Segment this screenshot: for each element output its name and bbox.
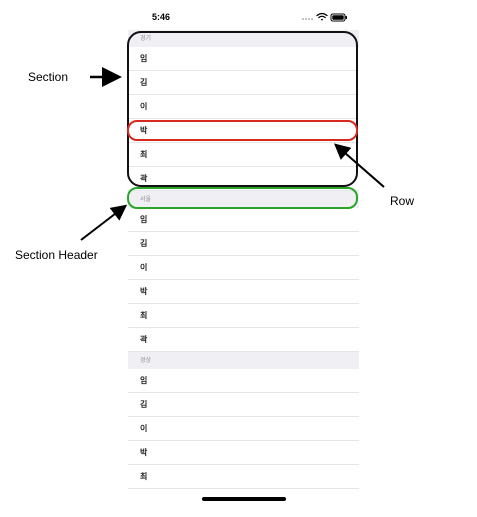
status-time: 5:46 (152, 12, 171, 22)
section-header-outline (127, 187, 358, 209)
table-row[interactable]: 박 (128, 119, 359, 143)
section-0: 경기 임 김 이 박 최 곽 (128, 30, 359, 191)
signal-dots-icon (302, 18, 313, 20)
table-row[interactable]: 임 (128, 47, 359, 71)
table-row[interactable]: 곽 (128, 328, 359, 352)
section-2: 경상 임 김 이 박 최 (128, 352, 359, 489)
table-row[interactable]: 이 (128, 256, 359, 280)
section-header-arrow (80, 204, 128, 241)
row-outline (127, 120, 358, 141)
section-header: 서울 (128, 191, 359, 208)
table-row[interactable]: 김 (128, 232, 359, 256)
table-view: 경기 임 김 이 박 최 곽 서울 임 김 이 박 최 곽 경상 임 김 이 박… (128, 30, 359, 489)
table-row[interactable]: 박 (128, 280, 359, 304)
table-row[interactable]: 박 (128, 441, 359, 465)
table-row[interactable]: 최 (128, 465, 359, 489)
table-row[interactable]: 김 (128, 71, 359, 95)
table-row[interactable]: 최 (128, 304, 359, 328)
section-annotation-label: Section (28, 70, 69, 84)
battery-icon (330, 13, 347, 22)
phone-screen: 5:46 경기 임 김 이 박 (128, 0, 359, 517)
wifi-icon (316, 12, 328, 21)
section-1: 서울 임 김 이 박 최 곽 (128, 191, 359, 352)
table-row[interactable]: 임 (128, 369, 359, 393)
table-row[interactable]: 이 (128, 95, 359, 119)
section-header-annotation-label: Section Header (15, 248, 98, 262)
status-icons (302, 12, 347, 22)
table-row[interactable]: 최 (128, 143, 359, 167)
row-annotation-label: Row (390, 194, 415, 208)
status-bar: 5:46 (128, 0, 359, 30)
table-row[interactable]: 이 (128, 417, 359, 441)
section-header: 경기 (128, 30, 359, 47)
section-outline (127, 31, 358, 187)
table-row[interactable]: 임 (128, 208, 359, 232)
section-header: 경상 (128, 352, 359, 369)
table-row[interactable]: 곽 (128, 167, 359, 191)
home-indicator[interactable] (202, 497, 286, 501)
table-row[interactable]: 김 (128, 393, 359, 417)
